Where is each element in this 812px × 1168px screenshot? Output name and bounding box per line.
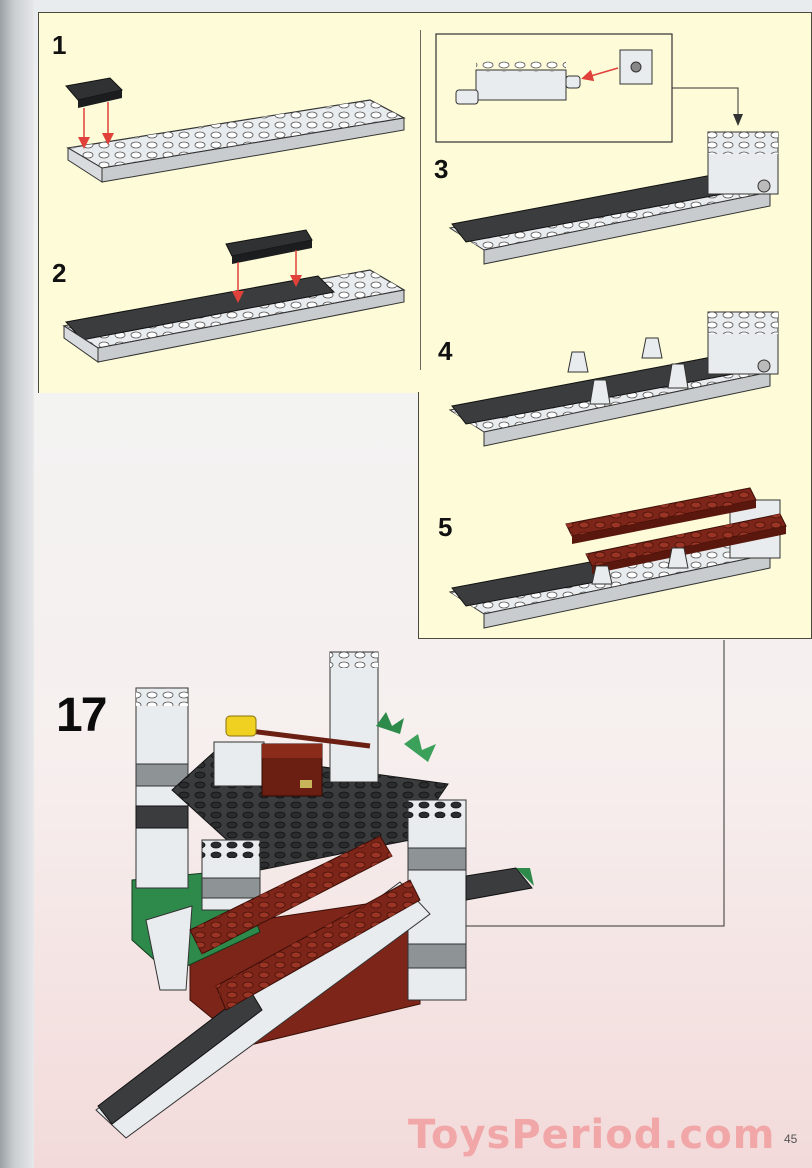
- substep-number-3: 3: [434, 154, 449, 184]
- page-spine-shadow: [0, 0, 34, 1168]
- main-step-number: 17: [56, 689, 107, 742]
- substeps-divider: [420, 30, 421, 370]
- step-5-illustration: [448, 487, 787, 629]
- substep-number-1: 1: [52, 30, 67, 60]
- substep-number-5: 5: [438, 512, 453, 542]
- watermark-text: ToysPeriod.com: [408, 1112, 776, 1158]
- connector-line: [452, 640, 725, 927]
- page-number: 45: [784, 1132, 798, 1146]
- step-3-illustration: [448, 131, 779, 265]
- substep-number-4: 4: [438, 336, 453, 366]
- substep-number-2: 2: [52, 258, 67, 288]
- step-2-illustration: [62, 229, 406, 363]
- step-1-illustration: [65, 77, 406, 183]
- step-17-model: [95, 651, 534, 1139]
- subassembly-callout: [435, 33, 743, 143]
- step-4-illustration: [448, 311, 779, 447]
